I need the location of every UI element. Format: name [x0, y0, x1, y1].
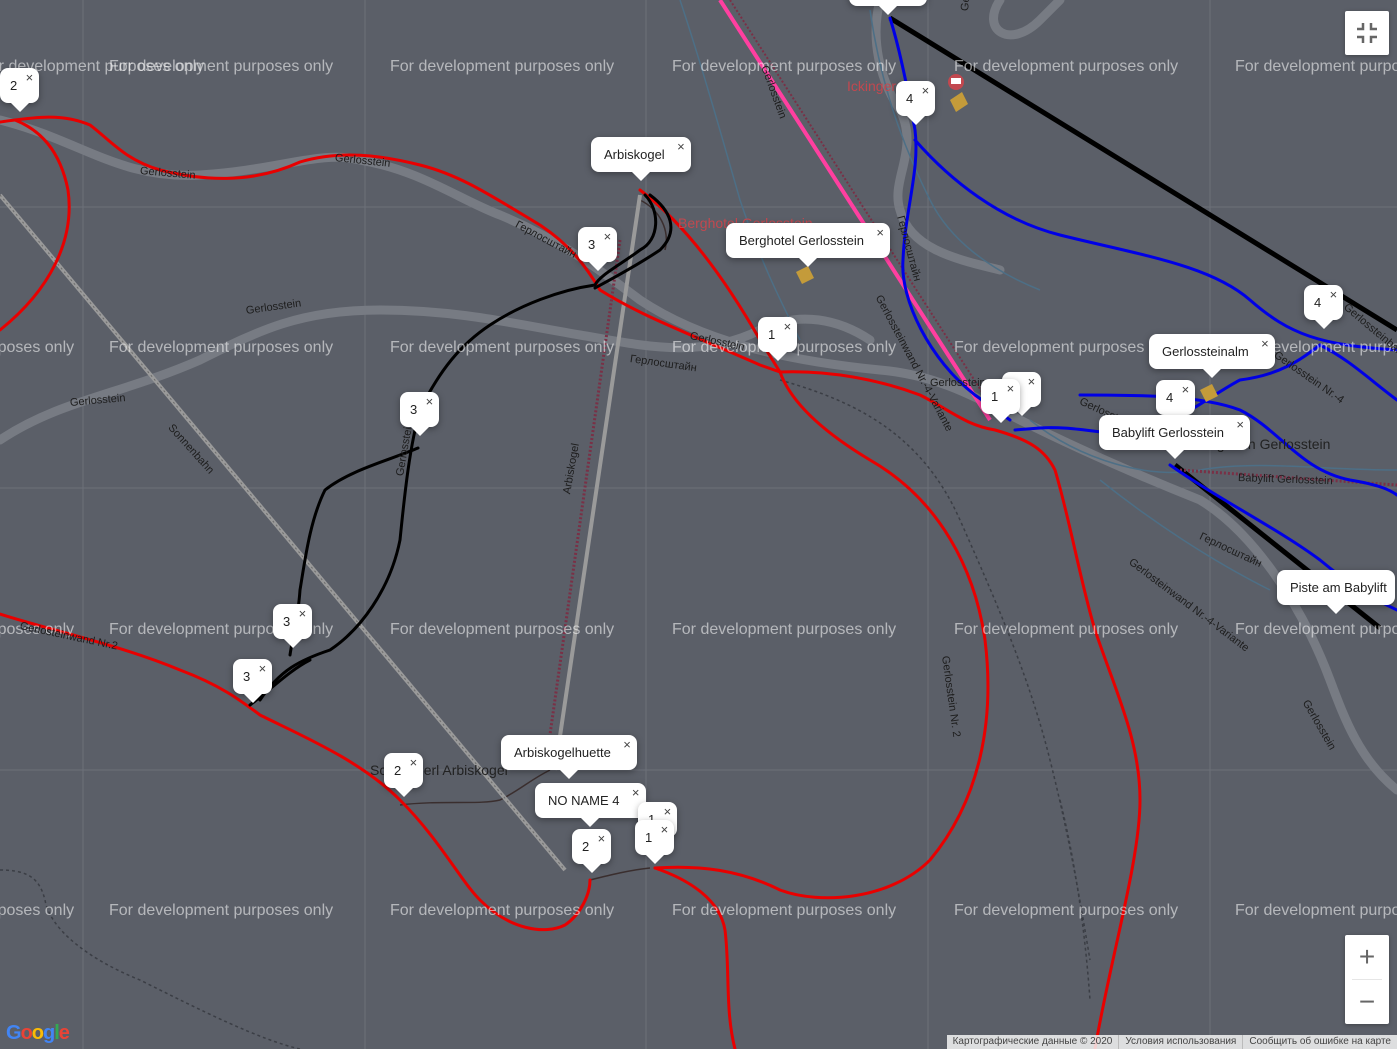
marker-popup[interactable]: 2× — [0, 68, 40, 112]
close-icon[interactable]: × — [663, 804, 672, 819]
close-icon[interactable]: × — [258, 661, 267, 676]
close-icon[interactable]: × — [1027, 374, 1036, 389]
terms-link[interactable]: Условия использования — [1118, 1035, 1242, 1049]
marker-label: 4 — [1314, 295, 1322, 310]
marker-popup[interactable]: Arbiskogelhuette × — [501, 735, 637, 779]
report-error-link[interactable]: Сообщить об ошибке на карте — [1242, 1035, 1397, 1049]
marker-popup[interactable]: 1× — [635, 820, 675, 864]
marker-popup[interactable]: Piste am Babylift — [1277, 570, 1395, 614]
marker-popup[interactable]: 3× — [578, 227, 618, 271]
close-icon[interactable]: × — [677, 139, 685, 154]
marker-label: Berghotel Gerlosstein — [739, 233, 865, 248]
blue-piste-upper — [888, 16, 1012, 422]
close-icon[interactable]: × — [1329, 287, 1338, 302]
black-route-arbiskogel — [258, 193, 658, 702]
close-icon[interactable]: × — [1006, 381, 1015, 396]
marker-popup[interactable]: Berghotel Gerlosstein × — [726, 223, 891, 267]
marker-popup[interactable]: 3× — [273, 604, 313, 648]
marker-popup[interactable]: 3× — [400, 392, 440, 436]
marker-popup[interactable]: Gerlossteinalm × — [1149, 334, 1275, 378]
building-icon — [1200, 384, 1218, 402]
lift-line-gerlossteinbahn — [718, 0, 992, 422]
zoom-control: + − — [1345, 935, 1389, 1024]
marker-popup[interactable]: 1× — [758, 317, 798, 361]
lift-line-arbiskogel — [553, 194, 642, 771]
close-icon[interactable]: × — [1261, 336, 1269, 351]
zoom-divider — [1352, 979, 1382, 980]
marker-label: Babylift Gerlosstein — [1112, 425, 1224, 440]
marker-popup[interactable]: 4× — [1156, 380, 1196, 424]
marker-label: 1 — [991, 389, 999, 404]
close-icon[interactable]: × — [660, 822, 669, 837]
close-icon[interactable]: × — [597, 831, 606, 846]
marker-popup[interactable]: 2× — [572, 829, 612, 873]
marker-label: Piste am Babylift — [1290, 580, 1387, 595]
marker-label: NO NAME 4 — [548, 793, 620, 808]
lift-line-upper-black — [888, 15, 1397, 333]
marker-label: Arbiskogel — [604, 147, 665, 162]
building-icon — [796, 266, 814, 284]
marker-label: 1 — [648, 812, 655, 827]
blue-piste-fork — [913, 138, 1397, 352]
blue-piste-lower — [1078, 393, 1397, 497]
close-icon[interactable]: × — [921, 83, 930, 98]
close-icon[interactable]: × — [409, 755, 418, 770]
marker-popup[interactable]: 4× — [896, 81, 936, 125]
marker-popup[interactable]: 1× — [981, 379, 1021, 423]
map-data-attribution: Картографические данные © 2020 — [952, 1036, 1113, 1047]
marker-label: Gerlossteinalm — [1162, 344, 1249, 359]
marker-popup[interactable]: 4× — [1304, 285, 1344, 329]
marker-popup[interactable]: 2× — [384, 753, 424, 797]
close-icon[interactable]: × — [298, 606, 307, 621]
lift-line-arbiskogel-dots — [543, 239, 622, 771]
lift-line-gerlossteinbahn-dots — [729, 0, 1001, 421]
black-route-arbiskogel2 — [593, 193, 673, 290]
marker-label: 3 — [283, 614, 291, 629]
marker-popup[interactable]: Babylift Gerlosstein × — [1099, 415, 1250, 459]
marker-label: 2 — [394, 763, 402, 778]
marker-popup[interactable]: 3× — [233, 659, 273, 703]
red-piste-loop-mid — [653, 370, 990, 900]
close-icon[interactable]: × — [425, 394, 434, 409]
zoom-in-button[interactable]: + — [1358, 941, 1376, 972]
close-icon[interactable]: × — [1236, 417, 1244, 432]
google-logo[interactable]: Google — [6, 1022, 70, 1044]
map-footer: Картографические данные © 2020 Условия и… — [946, 1035, 1397, 1049]
close-icon[interactable]: × — [603, 229, 612, 244]
zoom-out-button[interactable]: − — [1358, 986, 1376, 1017]
fullscreen-button[interactable] — [1345, 11, 1389, 55]
marker-popup[interactable]: Arbiskogel × — [591, 137, 691, 181]
marker-label: 2 — [582, 839, 590, 854]
close-icon[interactable]: × — [623, 737, 631, 752]
red-piste-nr2 — [0, 612, 592, 932]
marker-label: 1 — [645, 830, 653, 845]
close-icon[interactable]: × — [1181, 382, 1190, 397]
close-icon[interactable]: × — [631, 785, 640, 800]
building-icon — [950, 92, 968, 112]
marker-popup[interactable] — [849, 0, 927, 15]
marker-label: 4 — [906, 91, 914, 106]
red-piste-left-loop — [0, 118, 71, 332]
marker-label: 1 — [768, 327, 776, 342]
red-piste-top — [0, 115, 782, 374]
red-piste-bottom — [653, 866, 737, 1049]
exit-fullscreen-icon — [1357, 23, 1377, 43]
marker-label: 3 — [588, 237, 596, 252]
close-icon[interactable]: × — [25, 70, 34, 85]
lift-line-sonnenbahn-dots — [0, 194, 566, 871]
marker-label: 3 — [410, 402, 418, 417]
marker-label: 4 — [1166, 390, 1174, 405]
close-icon[interactable]: × — [876, 225, 885, 240]
marker-label: 3 — [243, 669, 251, 684]
marker-label: Arbiskogelhuette — [514, 745, 611, 760]
marker-label: 2 — [10, 78, 18, 93]
marker-popup[interactable]: NO NAME 4 × — [535, 783, 646, 827]
hotel-icon — [948, 74, 964, 90]
blue-piste-right — [1318, 343, 1397, 402]
close-icon[interactable]: × — [783, 319, 792, 334]
